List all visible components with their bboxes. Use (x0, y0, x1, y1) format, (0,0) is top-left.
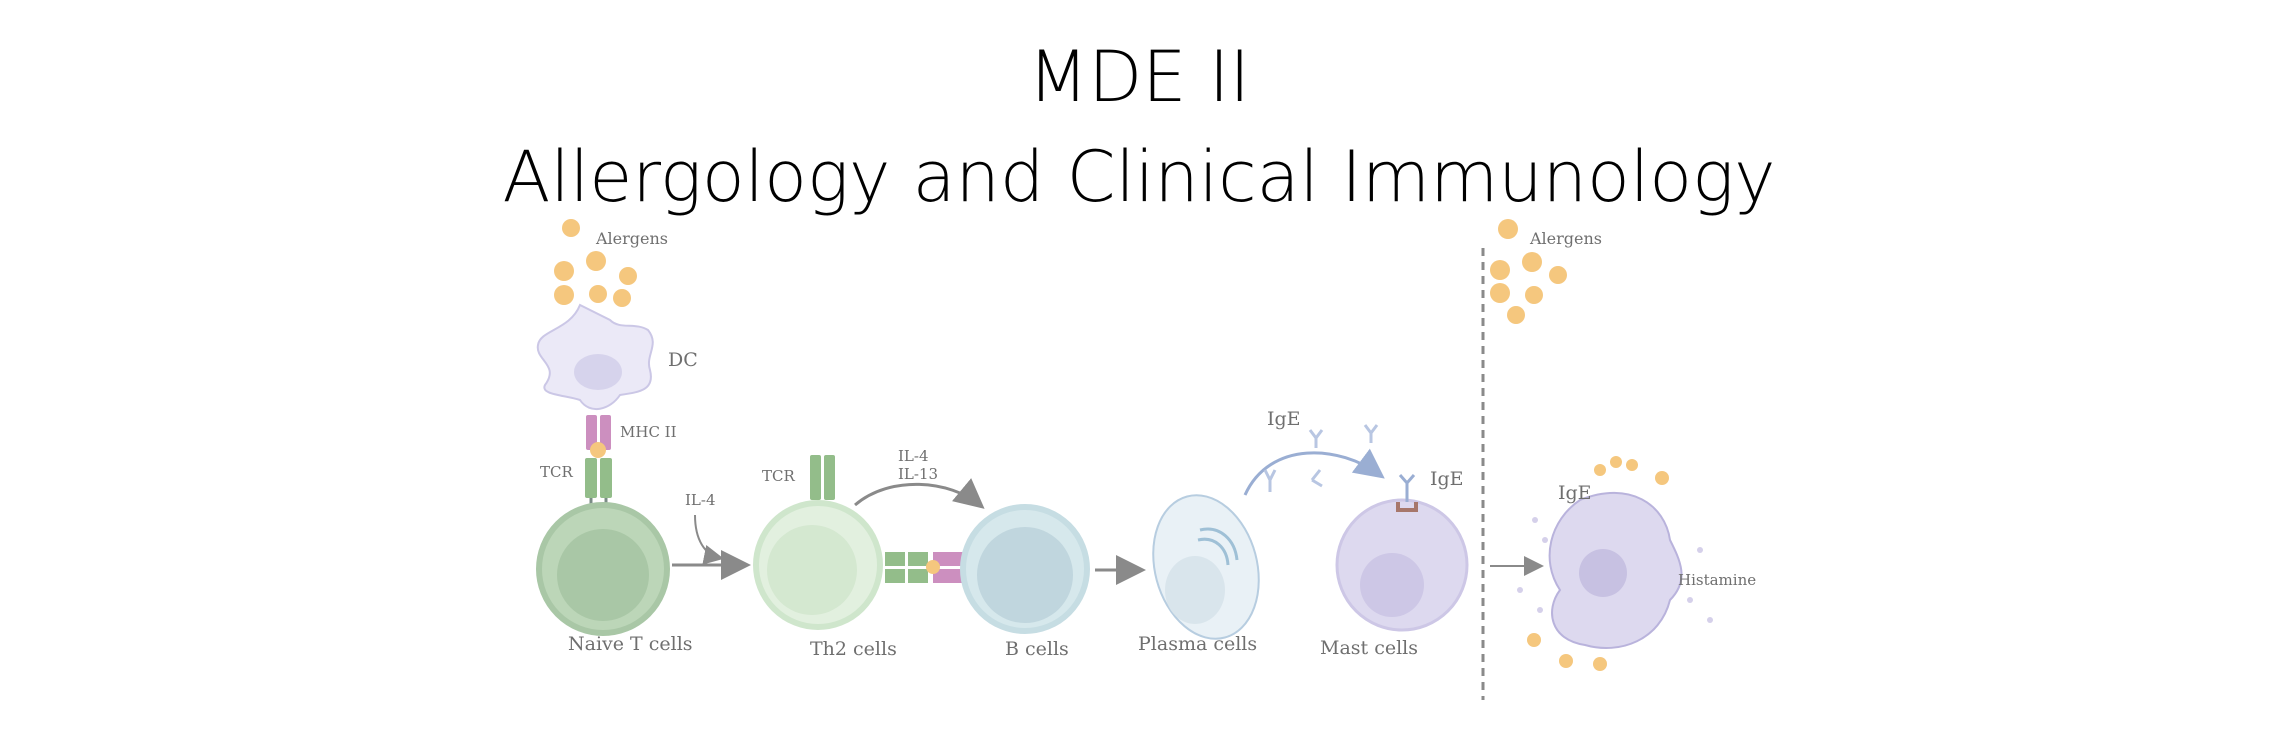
ige-right-label: IgE (1558, 482, 1592, 504)
allergens-left-group (554, 219, 637, 307)
il4-label-b: IL-4 (898, 447, 929, 465)
plasma-cell (1152, 494, 1260, 640)
ige-antibodies-free (1263, 424, 1379, 492)
degranulating-mast-cell (1517, 456, 1713, 671)
tcr-label-2: TCR (762, 467, 795, 485)
allergens-left-label: Alergens (595, 229, 668, 248)
mast-cell (1335, 474, 1469, 632)
th2-cells-label: Th2 cells (810, 638, 897, 660)
il4-label: IL-4 (685, 491, 716, 509)
ige-bound-label: IgE (1430, 468, 1464, 490)
cytokine-arrow (854, 478, 985, 509)
naive-t-cell (536, 502, 670, 636)
slide-title-line-1: MDE II (1027, 36, 1251, 118)
mhc-ii-receptor (586, 415, 611, 458)
plasma-cells-label: Plasma cells (1138, 633, 1257, 655)
il4-arrow (694, 514, 724, 565)
allergens-right-group (1490, 219, 1567, 324)
ige-arrow (1243, 448, 1385, 496)
slide-title-line-2: Allergology and Clinical Immunology (502, 136, 1776, 218)
ige-free-label: IgE (1267, 408, 1301, 430)
tcr-mhc-synapse (885, 552, 969, 583)
il13-label: IL-13 (898, 465, 938, 483)
th2-cell (753, 455, 883, 630)
naive-t-cells-label: Naive T cells (568, 633, 693, 655)
dendritic-cell (536, 303, 654, 410)
histamine-label: Histamine (1678, 571, 1756, 589)
b-cell (960, 504, 1090, 634)
allergens-right-label: Alergens (1529, 229, 1602, 248)
tcr-label-1: TCR (540, 463, 573, 481)
mhc-ii-label: MHC II (620, 423, 677, 441)
b-cells-label: B cells (1005, 638, 1069, 660)
dc-label: DC (668, 349, 698, 371)
mast-cells-label: Mast cells (1320, 637, 1418, 659)
